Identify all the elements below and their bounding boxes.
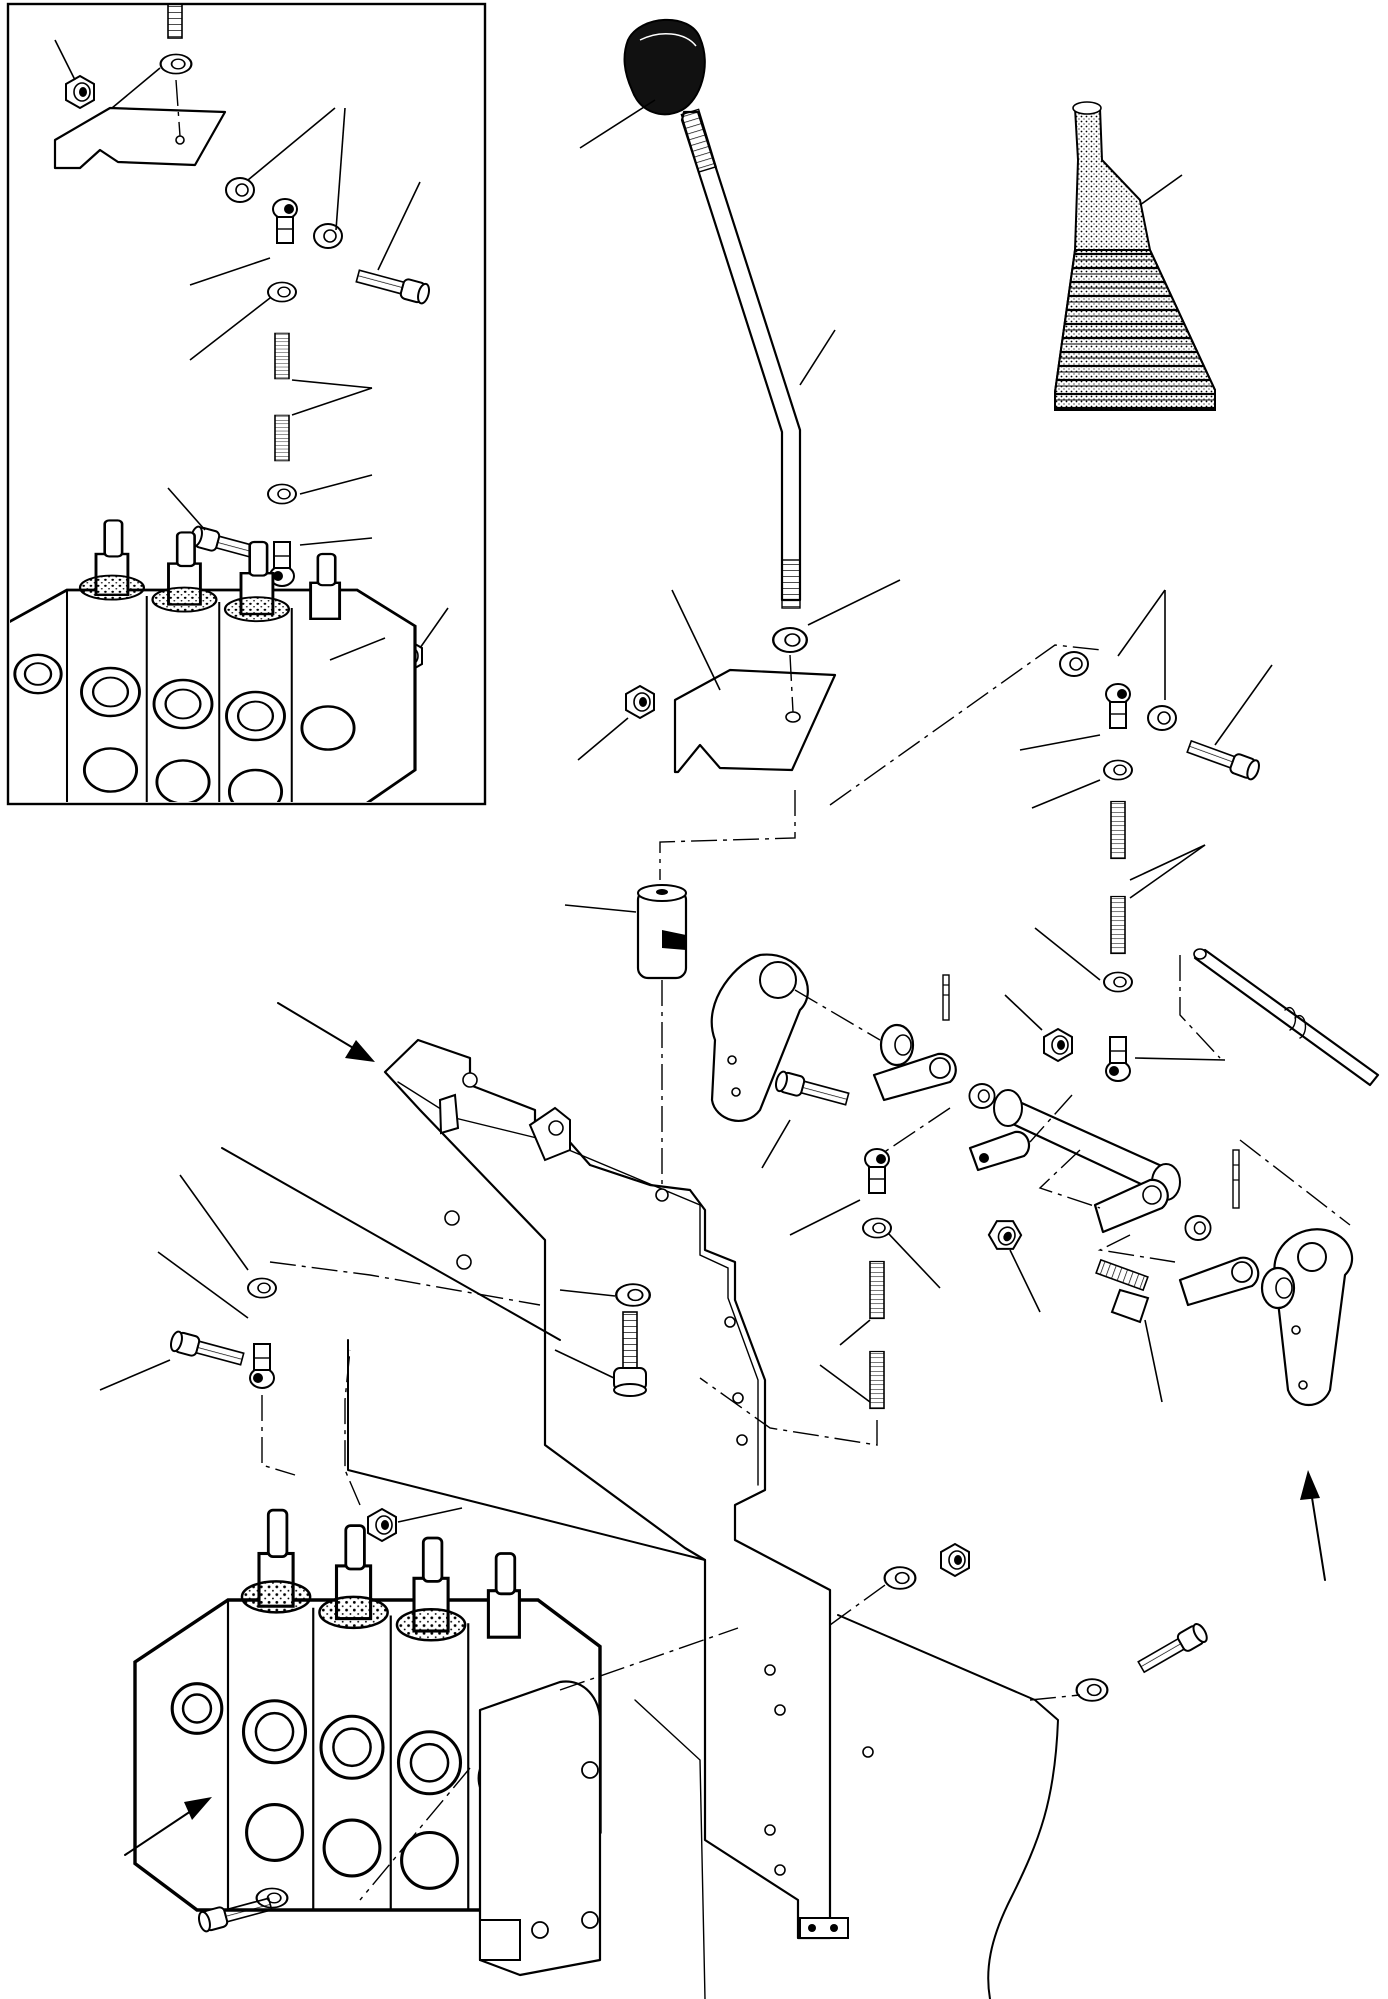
pivot-bushing bbox=[968, 1083, 996, 1109]
inset-detail bbox=[6, 2, 487, 806]
link-washer bbox=[1103, 971, 1133, 993]
pointer-arrow bbox=[277, 1002, 375, 1062]
inset-rod bbox=[274, 332, 290, 380]
link-ball-joint bbox=[1105, 1036, 1131, 1082]
pivot-bushing bbox=[1260, 1266, 1296, 1310]
pivot-bushing bbox=[879, 1023, 915, 1067]
link-ball-joint bbox=[1105, 683, 1131, 729]
inset-ball-joint bbox=[272, 198, 298, 244]
control-lever-assembly bbox=[579, 18, 901, 654]
mounting-plate bbox=[383, 1038, 874, 1940]
center-ball-joint bbox=[864, 1148, 890, 1194]
lower-nut bbox=[367, 1508, 397, 1542]
control-valve-block bbox=[133, 1508, 602, 1977]
pointer-arrow bbox=[124, 1797, 212, 1856]
center-rod bbox=[869, 1260, 885, 1320]
link-washer bbox=[1103, 759, 1133, 781]
plate-washer bbox=[883, 1566, 917, 1590]
center-washer bbox=[862, 1217, 892, 1239]
lower-washer bbox=[247, 1277, 277, 1299]
center-bolt bbox=[613, 1311, 647, 1397]
center-nut bbox=[983, 1213, 1027, 1257]
center-bolt bbox=[773, 1069, 851, 1110]
lower-ball-joint bbox=[249, 1343, 275, 1389]
inset-bushing bbox=[225, 177, 255, 203]
lower-bolt bbox=[168, 1329, 246, 1370]
inset-top-bolt bbox=[167, 3, 183, 39]
inset-nut bbox=[65, 75, 95, 109]
pointer-arrow bbox=[1300, 1470, 1326, 1581]
pivot-shaft bbox=[1179, 948, 1380, 1087]
link-bushing bbox=[1059, 651, 1089, 677]
inset-rod bbox=[274, 414, 290, 462]
pivot-tube bbox=[968, 1089, 1181, 1234]
link-plate bbox=[1178, 1149, 1260, 1307]
inset-bushing bbox=[313, 223, 343, 249]
link-rod bbox=[1110, 895, 1126, 955]
plate-bolt bbox=[1135, 1620, 1211, 1677]
plate-washer bbox=[1075, 1678, 1109, 1702]
center-washer bbox=[615, 1282, 651, 1308]
pivot-arm bbox=[1273, 1228, 1354, 1406]
universal-joint-block bbox=[564, 884, 688, 980]
center-rod bbox=[869, 1350, 885, 1410]
link-plate bbox=[872, 974, 957, 1102]
lever-washer bbox=[772, 626, 808, 654]
right-link-chain bbox=[1004, 589, 1273, 1082]
link-bushing bbox=[1147, 705, 1177, 731]
inset-nut bbox=[267, 281, 297, 303]
inset-bracket bbox=[53, 106, 227, 170]
center-bolt bbox=[1095, 1258, 1150, 1324]
link-nut bbox=[1043, 1028, 1073, 1062]
bracket-nut bbox=[625, 685, 655, 719]
lever-bracket bbox=[577, 589, 837, 774]
center-link-chain bbox=[761, 1069, 1163, 1410]
link-rod bbox=[1110, 800, 1126, 860]
lower-left-chain bbox=[99, 1174, 463, 1542]
lever-knob bbox=[623, 18, 706, 116]
pivot-bushing bbox=[1184, 1215, 1212, 1241]
link-bolt bbox=[1184, 736, 1263, 782]
pivot-arm bbox=[710, 953, 881, 1122]
plate-nut bbox=[940, 1543, 970, 1577]
inset-top-washer bbox=[159, 53, 193, 75]
control-lever bbox=[680, 110, 802, 602]
rubber-boot bbox=[1054, 101, 1216, 411]
inset-washer bbox=[267, 483, 297, 505]
